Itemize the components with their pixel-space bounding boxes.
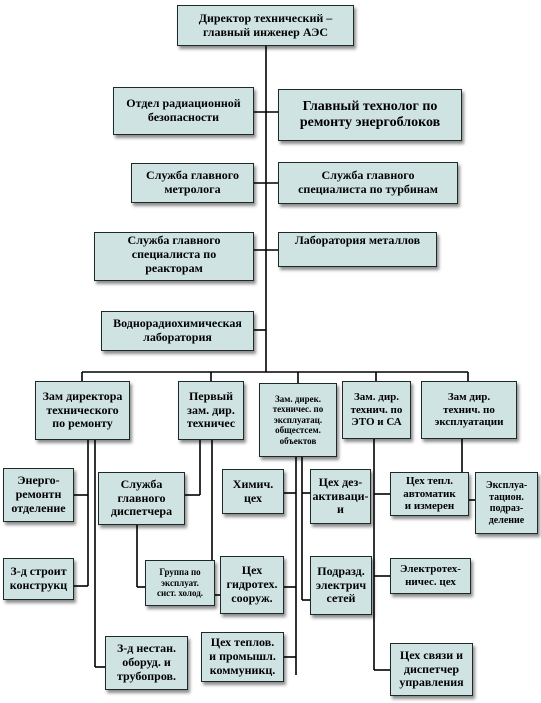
deputy-eto-box: Зам. дир. технич. по ЭТО и СА: [342, 381, 411, 439]
operation-unit-box: Эксплуа- тацион. подраз- деление: [475, 472, 538, 534]
first-deputy-box: Первый зам. дир. техничес: [178, 381, 244, 440]
building-structures-box: З-д строит конструкц: [3, 558, 74, 600]
cold-supply-group-box: Группа по эксплуат. сист. холод.: [145, 560, 215, 606]
hydrotech-shop-box: Цех гидротех. сооруж.: [220, 556, 284, 614]
reactor-specialist-box: Служба главного специалиста по реакторам: [94, 232, 254, 281]
heat-automation-shop-box: Цех тепл. автоматик и измерен: [390, 472, 469, 516]
nonstandard-equipment-box: З-д нестан. оборуд. и трубопров.: [105, 636, 188, 690]
deputy-repair-box: Зам директора технического по ремонту: [35, 381, 130, 440]
chem-shop-box: Химич. цех: [222, 469, 284, 514]
electric-networks-box: Подразд. электрич сетей: [310, 556, 372, 615]
chief-metrologist-box: Служба главного метролога: [131, 163, 254, 203]
director-box: Директор технический – главный инженер А…: [177, 5, 354, 46]
metals-lab-box: Лаборатория металлов: [278, 232, 437, 267]
deputy-operation-box: Зам дир. технич. по эксплуатации: [421, 381, 517, 439]
deputy-general-box: Зам. дирек. техничес. по эксплуатац. общ…: [259, 383, 337, 457]
radiation-safety-box: Отдел радиационной безопасности: [113, 87, 254, 135]
communications-shop-box: Цех связи и диспетчер управления: [390, 643, 473, 696]
dispatcher-service-box: Служба главного диспетчера: [98, 472, 185, 525]
turbine-specialist-box: Служба главного специалиста по турбинам: [278, 162, 458, 204]
chief-technologist-box: Главный технолог по ремонту энергоблоков: [278, 89, 462, 141]
electrotech-shop-box: Электротех- ничес. цех: [390, 558, 471, 594]
energy-repair-box: Энерго- ремонтн отделение: [3, 468, 74, 522]
decontamination-shop-box: Цех дез- активаци- и: [310, 469, 371, 524]
heat-utilities-box: Цех теплов. и промышл. коммуникц.: [201, 632, 284, 682]
water-chem-lab-box: Водноради­охимическая лаборатория: [101, 311, 254, 351]
